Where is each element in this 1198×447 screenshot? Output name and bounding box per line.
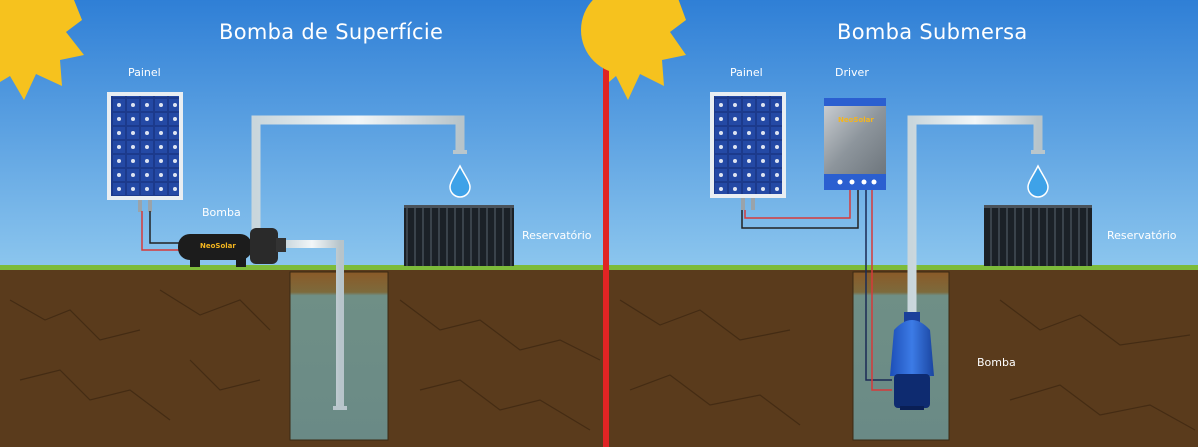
left-reservoir-label: Reservatório [522, 229, 592, 242]
delivery-pipe [251, 115, 465, 240]
cable-red [744, 190, 851, 219]
suction-pipe [284, 240, 344, 408]
ground-cracks [9, 289, 601, 431]
left-panel-label: Painel [128, 66, 161, 79]
cable-blue [865, 190, 892, 381]
sky [609, 0, 1198, 268]
driver-brand-logo: NeoSolar [838, 116, 874, 124]
grass [0, 265, 603, 270]
right-panel-label: Painel [730, 66, 763, 79]
sun-icon [581, 0, 686, 100]
water-drop-icon [1027, 164, 1049, 198]
cable-red-2 [871, 190, 892, 391]
divider-line [603, 0, 609, 447]
submersible-pump-icon [890, 312, 934, 410]
surface-pump-icon [178, 228, 286, 267]
sun-icon [0, 0, 84, 100]
left-title: Bomba de Superfície [219, 20, 444, 44]
ground-cracks [619, 299, 1196, 431]
driver-label: Driver [835, 66, 869, 79]
water-drop-icon [449, 164, 471, 198]
cable-black [741, 190, 859, 229]
delivery-pipe [907, 115, 1043, 312]
left-scene [0, 0, 603, 447]
cable-black [149, 211, 182, 244]
pump-brand-logo: NeoSolar [200, 242, 236, 250]
left-pump-label: Bomba [202, 206, 241, 219]
water-tank-icon [404, 205, 514, 266]
grass [609, 265, 1198, 270]
water-tank-icon [984, 205, 1092, 266]
right-reservoir-label: Reservatório [1107, 229, 1177, 242]
right-scene [581, 0, 1198, 447]
solar-panel-icon [107, 92, 183, 212]
right-pump-label: Bomba [977, 356, 1016, 369]
right-title: Bomba Submersa [837, 20, 1028, 44]
driver-box-icon [824, 98, 886, 190]
cable-red [141, 211, 182, 251]
solar-panel-icon [710, 92, 786, 210]
